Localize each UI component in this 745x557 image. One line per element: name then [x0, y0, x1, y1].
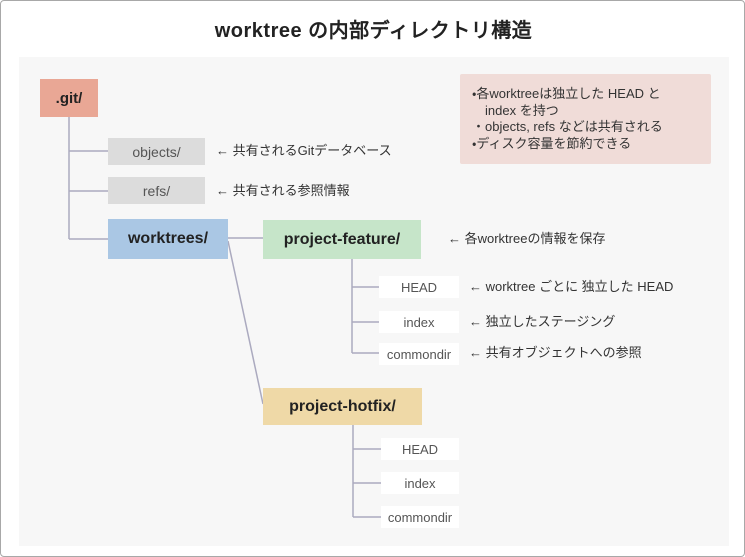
annotation-project-feature: ← 各worktreeの情報を保存: [448, 231, 606, 246]
node-project-feature: project-feature/: [263, 220, 421, 259]
node-feature-head: HEAD: [379, 276, 459, 298]
node-objects: objects/: [108, 138, 205, 165]
node-feature-index: index: [379, 311, 459, 333]
annotation-refs: ← 共有される参照情報: [216, 183, 350, 198]
note-line: ・objects, refs などは共有される: [472, 119, 663, 134]
node-git-root: .git/: [40, 79, 98, 117]
node-hotfix-commondir: commondir: [381, 506, 459, 528]
summary-note-box: ・各worktreeは独立した HEAD と index を持つ ・object…: [460, 74, 711, 164]
node-worktrees: worktrees/: [108, 219, 228, 259]
note-line: ・ディスク容量を節約できる: [472, 135, 632, 151]
note-line: ・各worktreeは独立した HEAD と: [472, 86, 661, 101]
node-refs: refs/: [108, 177, 205, 204]
node-project-hotfix: project-hotfix/: [263, 388, 422, 425]
annotation-feature-index: ← 独立したステージング: [469, 314, 616, 329]
note-line: index を持つ: [485, 102, 559, 118]
annotation-feature-head: ← worktree ごとに 独立した HEAD: [469, 279, 674, 294]
page-title: worktree の内部ディレクトリ構造: [214, 20, 533, 42]
node-feature-commondir: commondir: [379, 343, 459, 365]
node-hotfix-head: HEAD: [381, 438, 459, 460]
annotation-feature-commondir: ← 共有オブジェクトへの参照: [469, 345, 642, 360]
annotation-objects: ← 共有されるGitデータベース: [216, 143, 392, 158]
node-hotfix-index: index: [381, 472, 459, 494]
